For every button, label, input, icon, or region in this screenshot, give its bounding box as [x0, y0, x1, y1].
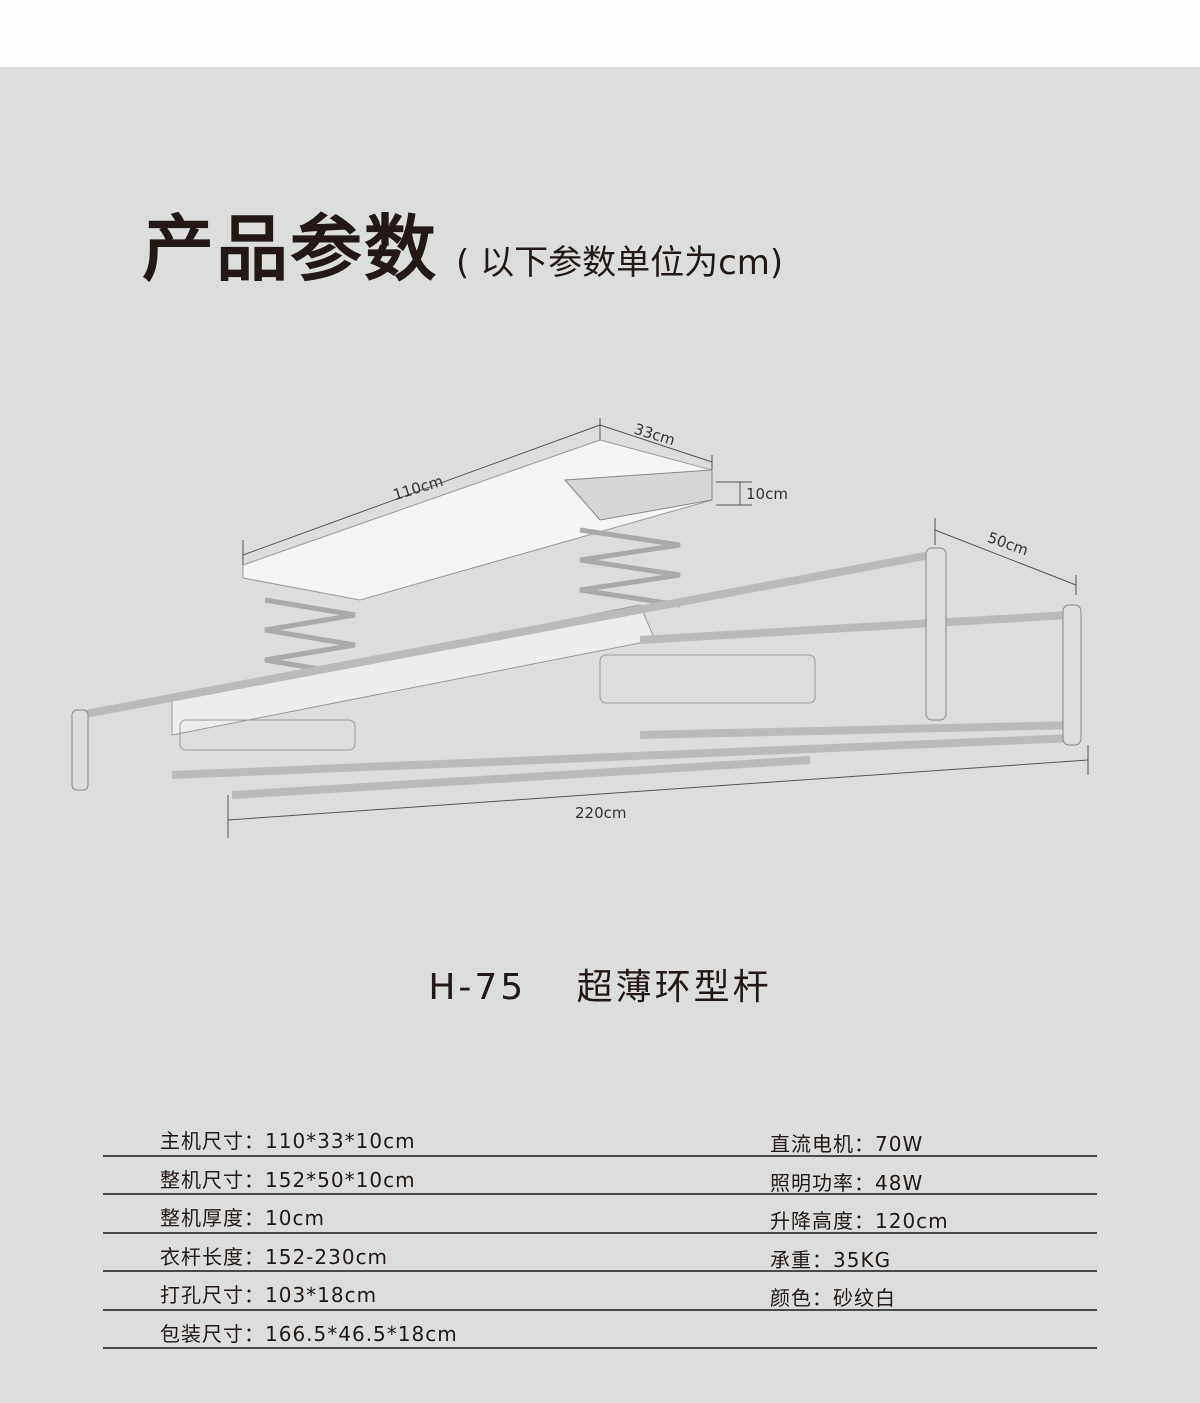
scissor-arm-right	[579, 527, 681, 608]
spec-left: 衣杆长度：152-230cm	[160, 1244, 389, 1269]
dim-10: 10cm	[746, 485, 788, 503]
scissor-arm-left	[264, 597, 356, 678]
spec-table: 主机尺寸：110*33*10cm 直流电机：70W 整机尺寸：152*50*10c…	[103, 1118, 1097, 1349]
rail-main	[171, 604, 656, 736]
spec-left: 整机厚度：10cm	[160, 1206, 325, 1230]
title-main: 产品参数	[142, 207, 439, 291]
spec-row: 整机厚度：10cm 升降高度：120cm	[103, 1195, 1097, 1234]
spec-row: 主机尺寸：110*33*10cm 直流电机：70W	[103, 1118, 1097, 1157]
spec-right: 颜色：砂纹白	[770, 1286, 896, 1310]
spec-left: 主机尺寸：110*33*10cm	[160, 1129, 416, 1153]
spec-left: 打孔尺寸：103*18cm	[160, 1283, 378, 1307]
model-code: H-75	[428, 967, 527, 1008]
spec-right: 承重：35KG	[770, 1247, 892, 1272]
baskets	[179, 654, 816, 751]
product-drawing: 110cm 33cm 10cm 50cm 220cm	[71, 418, 1089, 838]
spec-left: 整机尺寸：152*50*10cm	[160, 1167, 416, 1192]
dim-33: 33cm	[632, 420, 677, 449]
spec-right: 直流电机：70W	[770, 1132, 924, 1156]
page-title: 产品参数 ( 以下参数单位为cm)	[142, 190, 783, 295]
dimension-lines	[227, 418, 1089, 838]
top-band	[0, 0, 1200, 67]
dim-220: 220cm	[575, 804, 627, 822]
main-unit	[242, 439, 713, 601]
model-title: H-75 超薄环型杆	[0, 958, 1200, 1010]
spec-right: 照明功率：48W	[770, 1170, 924, 1195]
spec-left: 包装尺寸：166.5*46.5*18cm	[160, 1321, 458, 1346]
dim-50: 50cm	[985, 528, 1031, 559]
model-name: 超薄环型杆	[576, 967, 772, 1008]
title-subtitle: ( 以下参数单位为cm)	[456, 243, 784, 283]
spec-row: 打孔尺寸：103*18cm 颜色：砂纹白	[103, 1272, 1097, 1311]
spec-row: 衣杆长度：152-230cm 承重：35KG	[103, 1234, 1097, 1272]
spec-right: 升降高度：120cm	[770, 1209, 949, 1233]
spec-row: 整机尺寸：152*50*10cm 照明功率：48W	[103, 1157, 1097, 1195]
spec-row: 包装尺寸：166.5*46.5*18cm	[103, 1311, 1097, 1349]
